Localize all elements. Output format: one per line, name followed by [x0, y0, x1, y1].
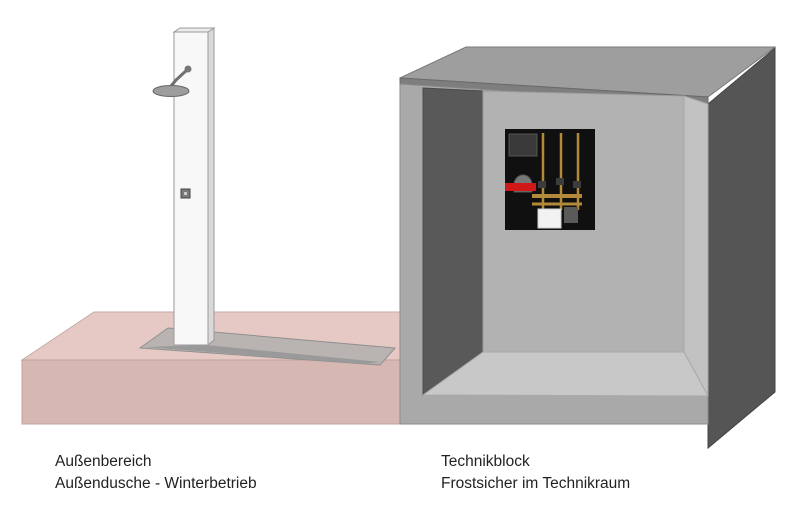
outdoor-slab	[20, 311, 421, 425]
technik-left-inner-wall	[422, 87, 484, 396]
red-valve	[505, 183, 536, 191]
caption-technik-subtitle: Frostsicher im Technikraum	[441, 475, 631, 492]
shower-mixer-button-center	[184, 192, 187, 195]
gray-module	[564, 207, 578, 223]
technikblock	[399, 46, 777, 450]
caption-outdoor-subtitle: Außendusche - Winterbetrieb	[55, 475, 257, 492]
shower-arm-joint	[184, 65, 192, 73]
white-filter-box	[537, 208, 562, 229]
caption-outdoor-title: Außenbereich	[55, 453, 152, 470]
caption-technik-title: Technikblock	[441, 453, 530, 470]
valve-handle	[573, 181, 581, 188]
caption-technik: Technikblock Frostsicher im Technikraum	[441, 451, 630, 495]
outdoor-shower-column	[152, 27, 216, 347]
technik-panel	[505, 129, 595, 230]
panel-controller-box	[508, 133, 538, 157]
technik-outer-side	[707, 46, 776, 450]
valve-handle	[556, 178, 564, 185]
shower-arm	[169, 67, 190, 87]
technik-right-inner-wall	[683, 95, 709, 397]
outdoor-slab-front	[21, 359, 401, 425]
drain-shadow	[145, 345, 380, 364]
technik-floor	[421, 351, 709, 397]
valve-handle	[538, 181, 546, 188]
shower-column-side	[207, 27, 215, 347]
shower-column-top	[172, 27, 216, 33]
shower-head	[152, 85, 190, 97]
caption-outdoor: Außenbereich Außendusche - Winterbetrieb	[55, 451, 257, 495]
